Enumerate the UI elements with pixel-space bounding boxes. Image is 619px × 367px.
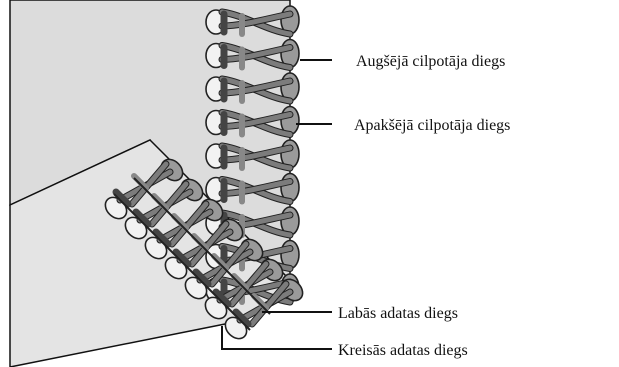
right-needle-label: Labās adatas diegs bbox=[338, 305, 458, 322]
upper-looper-label: Augšējā cilpotāja diegs bbox=[356, 53, 505, 70]
lower-looper-label: Apakšējā cilpotāja diegs bbox=[354, 117, 510, 134]
left-needle-label: Kreisās adatas diegs bbox=[338, 342, 468, 359]
